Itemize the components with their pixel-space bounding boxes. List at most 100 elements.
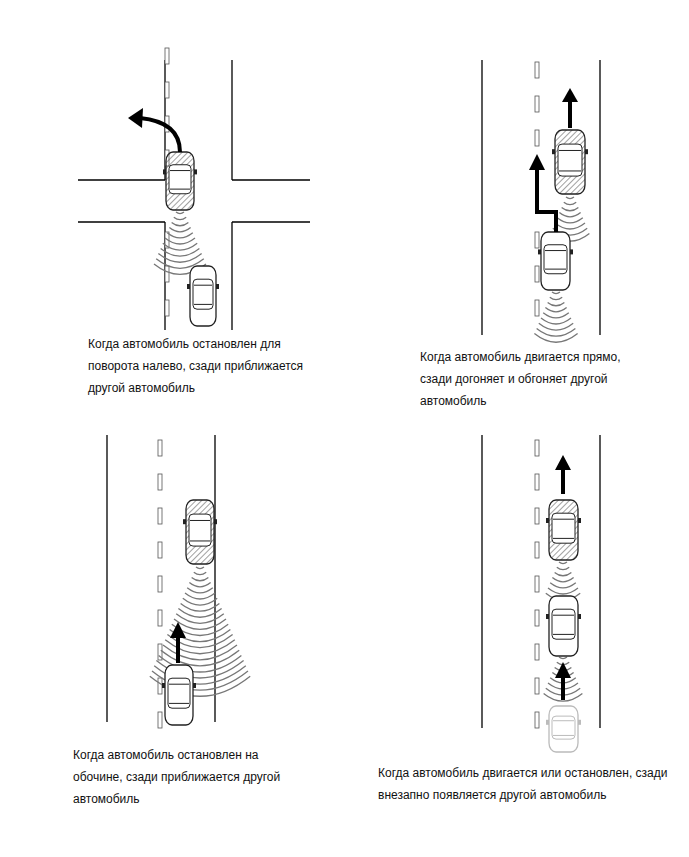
lane-dash: [158, 508, 162, 524]
sensor-waves: [150, 197, 590, 701]
sensor-wave: [165, 238, 195, 244]
lane-dash: [535, 610, 539, 626]
car-mirror: [214, 519, 217, 524]
sensor-wave: [537, 328, 576, 336]
sensor-wave: [163, 645, 237, 660]
car-body: [549, 596, 578, 656]
lane-dash: [535, 300, 539, 316]
sensor-wave: [534, 334, 577, 343]
sensor-wave: [192, 577, 209, 580]
car-rear-window: [559, 170, 581, 171]
car-mirror: [216, 284, 219, 289]
car-windshield: [169, 684, 189, 685]
sensor-wave: [196, 567, 204, 569]
car-cabin: [552, 513, 575, 543]
car: [546, 500, 581, 560]
car-cabin: [189, 514, 211, 546]
car-windshield: [190, 520, 210, 521]
lane-dash: [535, 644, 539, 660]
sensor-wave: [158, 254, 201, 263]
lane-dash: [535, 96, 539, 112]
car-mirror: [193, 683, 196, 688]
lane-dash: [158, 610, 162, 626]
lane-dash: [165, 48, 169, 64]
car-mirror: [546, 518, 549, 523]
car: [546, 596, 581, 656]
car-mirror: [163, 169, 166, 174]
sensor-wave: [174, 217, 186, 219]
car-windshield: [545, 250, 566, 251]
sensor-wave: [559, 562, 567, 564]
car-rear-window: [545, 269, 566, 270]
sensor-wave: [181, 603, 220, 611]
lane-dash: [158, 474, 162, 490]
sensor-wave: [176, 212, 184, 214]
car-mirror: [570, 249, 573, 254]
car: [187, 266, 219, 326]
lane-dash: [158, 678, 162, 694]
sensor-wave: [566, 197, 574, 199]
lane-dash: [535, 712, 539, 728]
car-rear-window: [190, 540, 210, 541]
car: [538, 232, 573, 290]
lane-dash: [535, 130, 539, 146]
car-mirror: [546, 614, 549, 619]
sensor-wave: [165, 640, 235, 654]
sensor-wave: [169, 228, 190, 232]
sensor-wave: [172, 222, 189, 225]
sensor-wave: [176, 614, 224, 624]
lane-dash: [165, 266, 169, 282]
car-mirror: [187, 284, 190, 289]
car-rear-window: [194, 304, 212, 305]
sensor-wave: [552, 292, 560, 294]
caption: Когда автомобиль остановлен на обочине, …: [73, 744, 283, 810]
sensor-wave: [557, 218, 583, 223]
lane-dash: [535, 678, 539, 694]
sensor-wave: [543, 313, 569, 318]
lane-dash: [535, 266, 539, 282]
lane-dash: [158, 576, 162, 592]
sensor-wave: [167, 233, 193, 238]
car-body: [541, 232, 570, 290]
sensor-wave: [559, 657, 567, 659]
sensor-wave: [559, 213, 580, 217]
cars: [162, 130, 588, 752]
sensor-wave: [161, 650, 239, 666]
sensor-wave: [194, 572, 206, 574]
sensor-wave: [555, 223, 585, 229]
sensor-wave: [183, 598, 217, 605]
car-body: [166, 152, 194, 210]
car-mirror: [546, 720, 549, 725]
car-rear-window: [170, 189, 190, 190]
car: [162, 665, 196, 725]
sensor-wave: [552, 578, 573, 582]
car-cabin: [193, 279, 213, 309]
car-rear-window: [553, 735, 574, 736]
sensor-wave: [557, 567, 569, 569]
car-cabin: [552, 716, 575, 739]
car-mirror: [183, 519, 186, 524]
car-rear-window: [553, 538, 574, 539]
sensor-wave: [189, 583, 210, 587]
car-windshield: [559, 150, 581, 151]
car-body: [190, 266, 216, 326]
sensor-wave: [548, 588, 578, 594]
lane-dash: [535, 440, 539, 456]
car-mirror: [162, 683, 165, 688]
car-body: [186, 500, 214, 564]
car: [163, 152, 197, 210]
car-mirror: [578, 614, 581, 619]
caption: Когда автомобиль двигается прямо, сзади …: [420, 346, 645, 412]
sensor-wave: [539, 323, 573, 330]
car: [552, 130, 588, 194]
motion-arrows: [140, 100, 570, 700]
car-body: [549, 706, 578, 752]
sensor-wave: [185, 593, 215, 599]
car-windshield: [170, 170, 190, 171]
caption: Когда автомобиль двигается или остановле…: [378, 762, 678, 806]
car-mirror: [585, 149, 588, 154]
car-cabin: [544, 245, 567, 274]
lane-dashes: [158, 48, 539, 728]
car-body: [549, 500, 578, 560]
